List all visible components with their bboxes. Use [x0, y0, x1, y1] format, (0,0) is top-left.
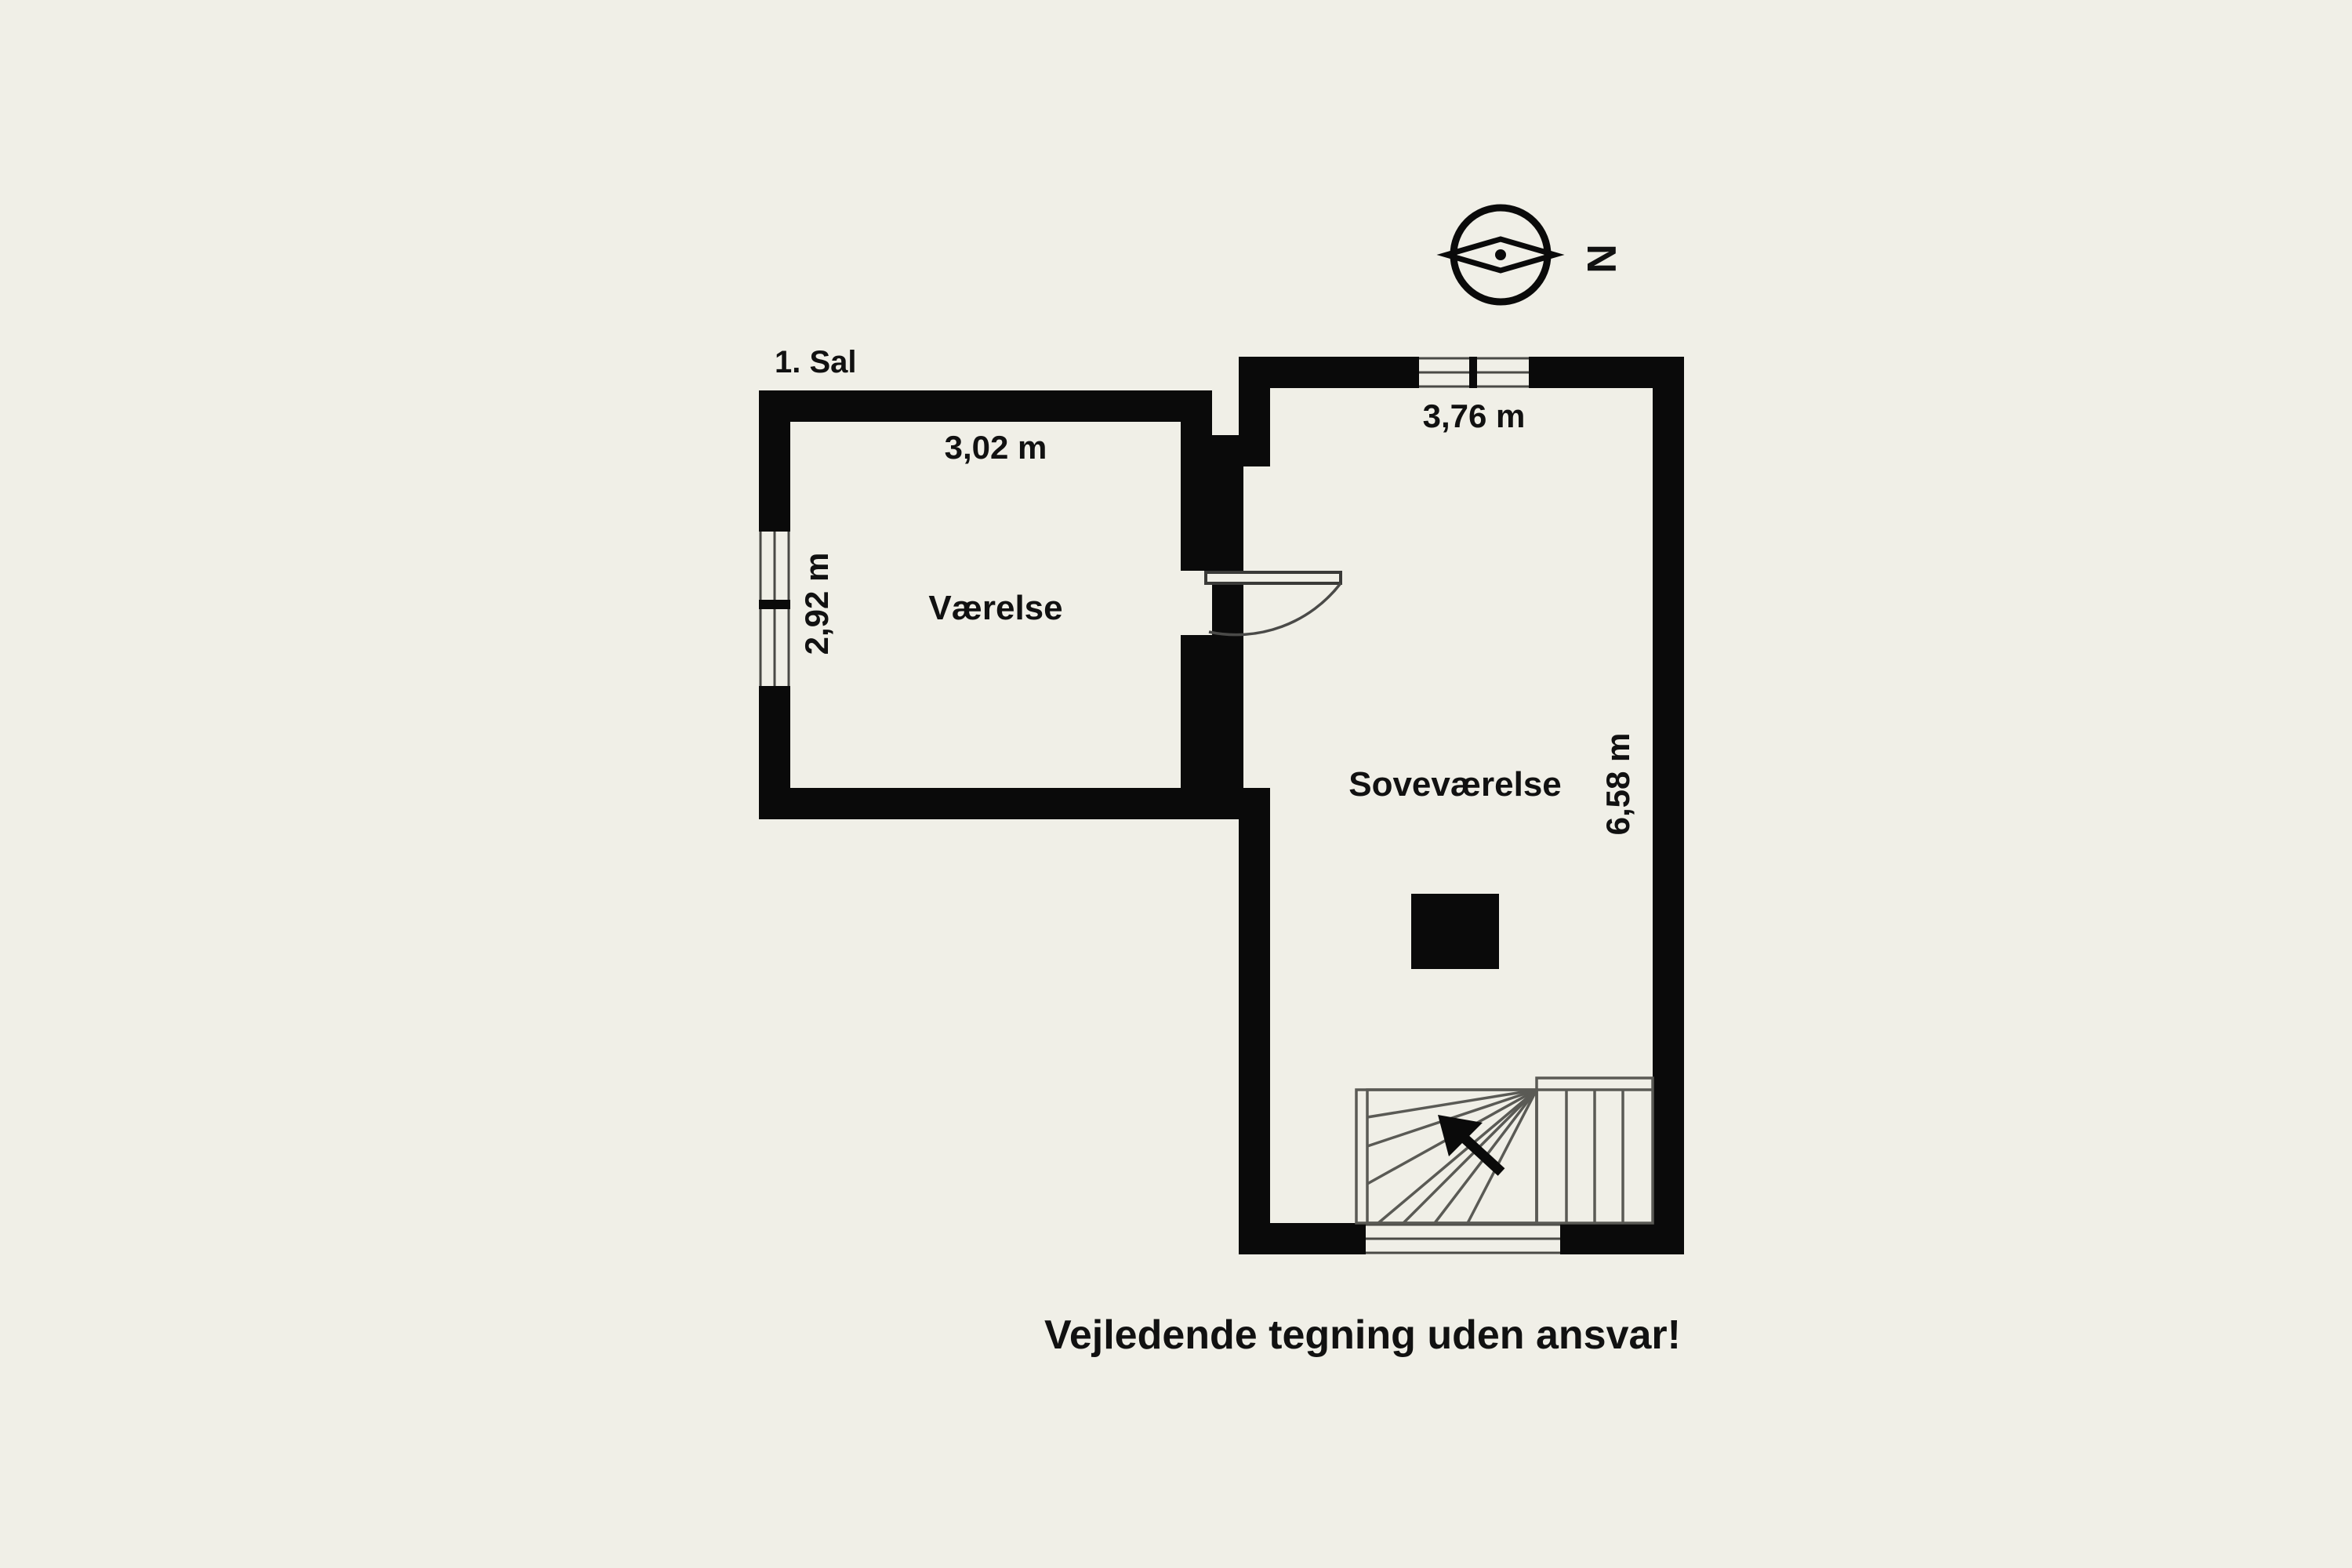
disclaimer-caption: Vejledende tegning uden ansvar! — [1044, 1312, 1681, 1358]
dimension-sovevaerelse-width: 3,76 m — [1423, 397, 1526, 434]
room-label-sovevaerelse: Soveværelse — [1348, 765, 1562, 804]
dimension-vaerelse-width: 3,02 m — [945, 429, 1047, 466]
staircase — [1355, 1076, 1654, 1225]
door-between-rooms — [1181, 571, 1342, 637]
dimension-sovevaerelse-height: 6,58 m — [1599, 733, 1636, 836]
window-top-sovevaerelse — [1419, 357, 1529, 388]
stair-straight-treads — [1535, 1076, 1654, 1225]
compass-rose: N — [1436, 204, 1624, 306]
stair-winder-treads — [1367, 1088, 1538, 1225]
dimension-vaerelse-height: 2,92 m — [798, 553, 835, 655]
compass-north-label: N — [1578, 244, 1624, 274]
walls-vaerelse — [759, 390, 1237, 819]
window-bottom-sovevaerelse — [1366, 1223, 1560, 1254]
chimney-block — [1411, 894, 1499, 969]
room-label-vaerelse: Værelse — [928, 589, 1062, 627]
window-left-vaerelse — [759, 532, 790, 686]
stair-direction-arrow — [1438, 1115, 1505, 1176]
floor-label: 1. Sal — [775, 345, 857, 379]
